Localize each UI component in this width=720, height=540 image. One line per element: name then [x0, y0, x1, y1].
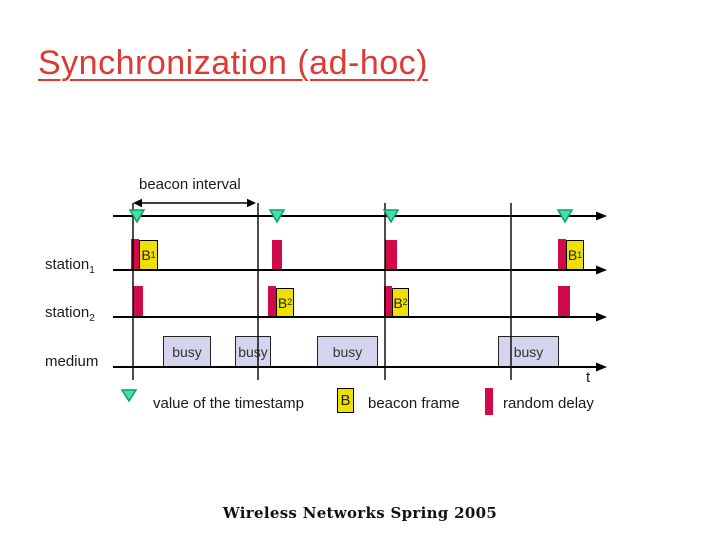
station1-label-text: station: [45, 256, 90, 273]
medium-label: medium: [45, 353, 99, 370]
busy-label: busy: [172, 343, 202, 360]
station2-random-delay-bar-2: [268, 286, 276, 317]
station2-label: station2: [45, 304, 95, 324]
busy-box-1: busy: [163, 336, 211, 367]
station1-label-sub: 1: [89, 265, 95, 276]
busy-box-4: busy: [498, 336, 559, 367]
station2-random-delay-bar-3: [384, 286, 392, 317]
busy-box-3: busy: [317, 336, 378, 367]
b2-label-sub: 2: [402, 297, 408, 307]
time-axis-label: t: [586, 369, 591, 386]
busy-box-2: busy: [235, 336, 271, 367]
b1-label-text: B: [141, 247, 151, 263]
station1-random-delay-bar-1: [131, 239, 139, 270]
timestamp-marker-icon-3: [382, 209, 400, 224]
b1-label-sub: 1: [577, 249, 583, 260]
station1-random-delay-bar-3: [385, 240, 397, 270]
station1-label: station1: [45, 256, 95, 276]
station1-timeline: [113, 265, 607, 275]
beacon-interval-label: beacon interval: [139, 176, 241, 193]
b1-label-sub: 1: [150, 249, 156, 260]
footer-text: Wireless Networks Spring 2005: [222, 504, 498, 522]
timestamp-marker-icon-1: [128, 209, 146, 224]
legend-random-delay-label: random delay: [503, 395, 594, 412]
legend-beacon-frame-box: B: [337, 388, 354, 413]
timestamp-marker-icon-4: [556, 209, 574, 224]
busy-label: busy: [332, 343, 363, 360]
top-timeline: [113, 211, 607, 221]
station2-label-sub: 2: [89, 313, 95, 324]
station1-random-delay-bar-2: [272, 240, 282, 270]
station1-random-delay-bar-4: [558, 239, 566, 270]
timestamp-marker-icon-2: [268, 209, 286, 224]
b1-label-text: B: [567, 247, 578, 263]
b2-label-sub: 2: [287, 297, 293, 307]
station2-random-delay-bar-1: [133, 286, 143, 317]
legend-beacon-frame-label: beacon frame: [368, 395, 460, 412]
legend-beacon-symbol: B: [340, 392, 351, 409]
legend-timestamp-icon: [120, 389, 138, 403]
legend-random-delay-bar: [485, 388, 493, 415]
busy-label: busy: [513, 343, 544, 360]
b2-label-text: B: [393, 294, 403, 311]
station2-random-delay-bar-4: [558, 286, 570, 317]
busy-label: busy: [238, 343, 268, 360]
legend-timestamp-label: value of the timestamp: [153, 395, 304, 412]
beacon-interval-arrow: [133, 198, 256, 208]
b2-label-text: B: [277, 294, 288, 311]
station2-timeline: [113, 312, 607, 322]
page-title: Synchronization (ad-hoc): [38, 44, 428, 82]
station2-label-text: station: [45, 304, 90, 321]
